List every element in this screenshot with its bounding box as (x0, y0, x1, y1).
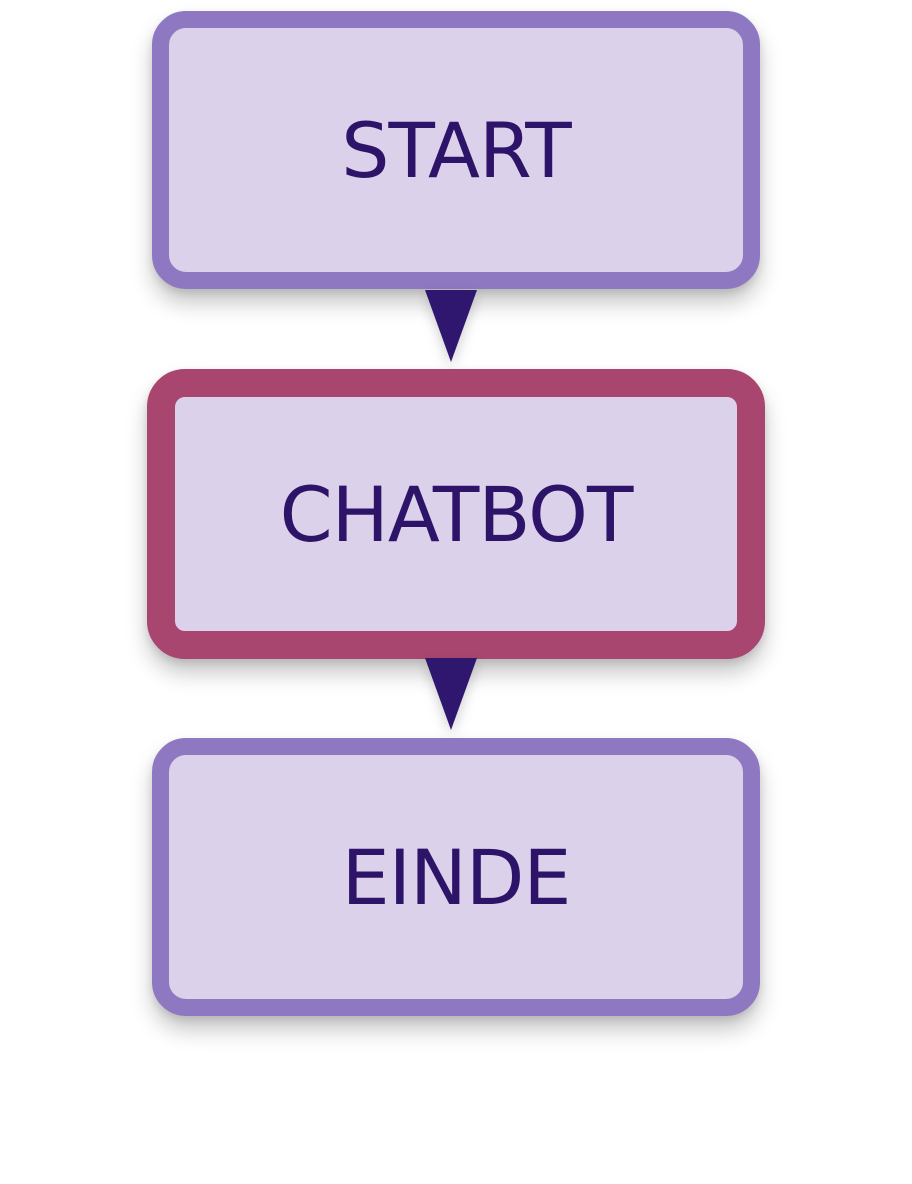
start-to-chatbot-arrow (425, 290, 477, 362)
chatbot-node: CHATBOT (147, 369, 765, 659)
chatbot-node-label: CHATBOT (279, 469, 634, 559)
end-node-label: EINDE (341, 832, 572, 922)
start-node-label: START (341, 105, 571, 195)
chatbot-to-end-arrow (425, 658, 477, 730)
end-node: EINDE (152, 738, 760, 1016)
start-node: START (152, 11, 760, 289)
